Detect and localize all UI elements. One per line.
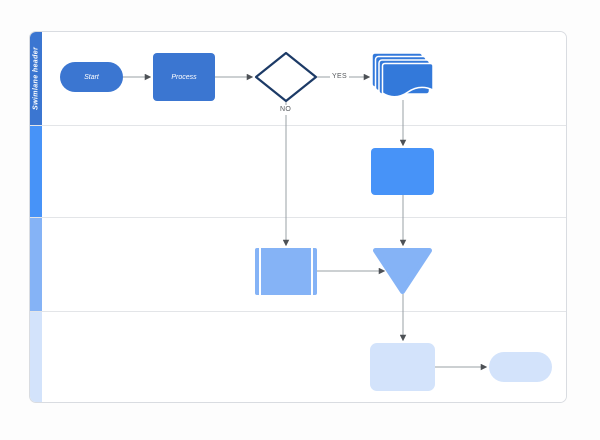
lane-4-body[interactable] <box>42 312 566 402</box>
decision-node[interactable] <box>254 51 318 103</box>
predefined-process-left-bar <box>259 248 261 295</box>
process-node[interactable]: Process <box>153 53 215 101</box>
documents-page-front <box>381 62 434 98</box>
documents-node[interactable] <box>371 52 434 98</box>
lane-row-4[interactable] <box>30 312 566 402</box>
start-node-label: Start <box>84 73 99 81</box>
lane-1-color-bar[interactable]: Swimlane header <box>30 32 42 125</box>
swimlane-container: Swimlane header <box>29 31 567 403</box>
predefined-process-node[interactable] <box>255 248 317 295</box>
end-node[interactable] <box>489 352 552 382</box>
lane-2-body[interactable] <box>42 126 566 217</box>
final-task-node[interactable] <box>370 343 435 391</box>
lane-3-color-bar[interactable] <box>30 218 42 311</box>
edge-label-yes[interactable]: YES <box>330 72 349 82</box>
process-node-label: Process <box>171 73 197 81</box>
lane-2-color-bar[interactable] <box>30 126 42 217</box>
predefined-process-right-bar <box>311 248 313 295</box>
task-node[interactable] <box>371 148 434 195</box>
lane-row-2[interactable] <box>30 126 566 218</box>
merge-triangle-node[interactable] <box>373 248 432 294</box>
edge-label-no[interactable]: NO <box>278 105 294 115</box>
start-node[interactable]: Start <box>60 62 123 92</box>
lane-4-color-bar[interactable] <box>30 312 42 402</box>
connector-group <box>123 73 488 371</box>
